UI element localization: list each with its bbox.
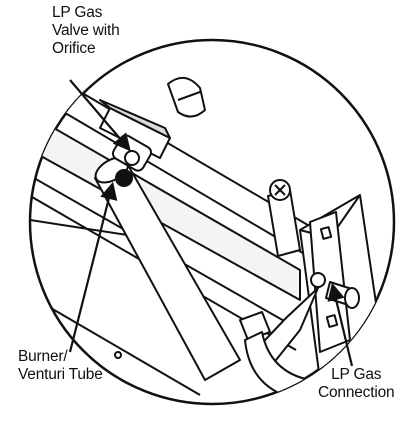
valve-leader-arrow bbox=[69, 79, 131, 152]
burner-label: Burner/ Venturi Tube bbox=[18, 348, 103, 384]
burner-label-line: Venturi Tube bbox=[18, 366, 103, 383]
connection-label-line: Connection bbox=[318, 384, 395, 401]
valve-label-line: Orifice bbox=[52, 40, 96, 57]
burner-label-line: Burner/ bbox=[18, 348, 68, 365]
valve-label-line: Valve with bbox=[52, 22, 120, 39]
valve-label: LP Gas Valve with Orifice bbox=[52, 4, 120, 58]
valve-label-line: LP Gas bbox=[52, 4, 103, 21]
connection-leader-arrow bbox=[327, 282, 354, 367]
burner-leader-arrow bbox=[68, 181, 118, 353]
connection-label: LP Gas Connection bbox=[318, 366, 395, 402]
connection-label-line: LP Gas bbox=[331, 366, 382, 383]
